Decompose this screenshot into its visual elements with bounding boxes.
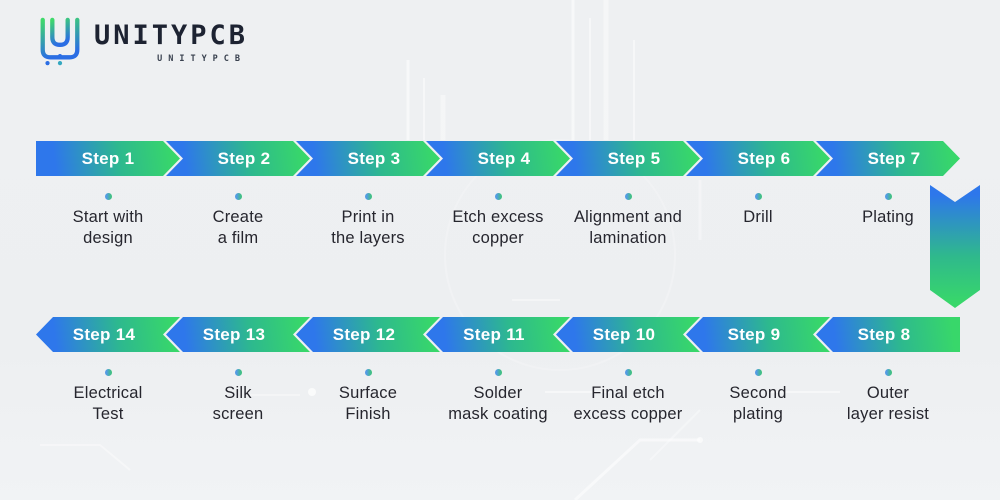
step-caption: Final etch excess copper [543,383,713,425]
step-bullet-icon [494,193,502,200]
step-bullet-icon [234,369,242,376]
step-bullet-icon [884,193,892,200]
step-arrow: Step 7 [816,141,960,176]
step-caption-line: Plating [862,208,914,226]
step-label: Step 13 [202,324,266,344]
step-caption-line: Start with [72,208,144,226]
step-label: Step 9 [727,324,781,344]
step-caption-line: Finish [345,405,391,423]
step-bullet-icon [234,193,242,200]
step-caption-line: Alignment and [573,208,683,226]
step-label: Step 6 [737,148,791,168]
step-caption: Create a film [153,207,323,249]
step-label: Step 8 [857,324,911,344]
step-caption: Print in the layers [283,207,453,249]
step-caption-line: Print in [341,208,395,226]
step-bullet-icon [104,369,112,376]
step-bullet-icon [364,193,372,200]
step-label: Step 4 [477,148,531,168]
step-label: Step 7 [867,148,921,168]
step-arrow: Step 11 [426,317,570,352]
step-caption-line: a film [217,229,259,247]
step-caption-line: copper [472,229,524,247]
step-caption-line: Surface [338,384,398,402]
step-arrow: Step 4 [426,141,570,176]
step-bullet-icon [364,369,372,376]
step-bullet-icon [754,193,762,200]
step-caption-line: plating [732,405,784,423]
step-bullet-icon [104,193,112,200]
step-caption: Etch excess copper [413,207,583,249]
step-caption: Solder mask coating [413,383,583,425]
step-caption: Plating [803,207,973,249]
row-connector-down-arrow-icon [930,185,980,308]
brand-name: UNITYPCB [94,20,249,51]
step-label: Step 11 [463,324,525,344]
step-bullet-icon [624,193,632,200]
step-caption: Outer layer resist [803,383,973,425]
step-arrow: Step 14 [36,317,180,352]
step-label: Step 3 [347,148,401,168]
step-caption-line: Silk [224,384,252,402]
step-bullet-icon [884,369,892,376]
step-caption-line: design [83,229,133,247]
step-arrow: Step 6 [686,141,830,176]
step-arrow: Step 9 [686,317,830,352]
step-caption-line: Solder [473,384,523,402]
step-caption-line: the layers [331,229,405,247]
step-caption-line: screen [212,405,264,423]
step-arrow: Step 1 [36,141,180,176]
step-caption: Drill [673,207,843,249]
step-label: Step 10 [592,324,656,344]
step-label: Step 12 [332,324,396,344]
step-caption-line: mask coating [448,405,548,423]
brand-subtext: UNITYPCB [157,54,247,64]
step-arrow: Step 10 [556,317,700,352]
unity-u-logo-icon [40,17,80,66]
step-caption: Start with design [23,207,193,249]
step-arrow: Step 13 [166,317,310,352]
step-bullet-icon [624,369,632,376]
step-caption: Alignment and lamination [543,207,713,249]
step-label: Step 2 [217,148,271,168]
step-arrow: Step 2 [166,141,310,176]
step-label: Step 14 [72,324,136,344]
step-caption: Silk screen [153,383,323,425]
step-caption-line: lamination [589,229,667,247]
step-bullet-icon [494,369,502,376]
step-caption-line: Etch excess [452,208,544,226]
step-arrow: Step 8 [816,317,960,352]
step-label: Step 5 [607,148,661,168]
step-caption-line: Electrical [73,384,143,402]
step-caption-line: Final etch [591,384,665,402]
step-caption: Second plating [673,383,843,425]
step-caption-line: layer resist [846,405,930,423]
step-caption-line: Outer [866,384,910,402]
step-caption-line: Test [92,405,124,423]
step-arrow: Step 3 [296,141,440,176]
step-bullet-icon [754,369,762,376]
logo: UNITYPCB UNITYPCB [36,14,248,68]
step-arrow: Step 5 [556,141,700,176]
step-caption-line: Create [212,208,264,226]
step-caption-line: Drill [743,208,773,226]
step-caption-line: excess copper [573,405,683,423]
step-arrow: Step 12 [296,317,440,352]
step-label: Step 1 [81,148,135,168]
step-caption-line: Second [729,384,787,402]
